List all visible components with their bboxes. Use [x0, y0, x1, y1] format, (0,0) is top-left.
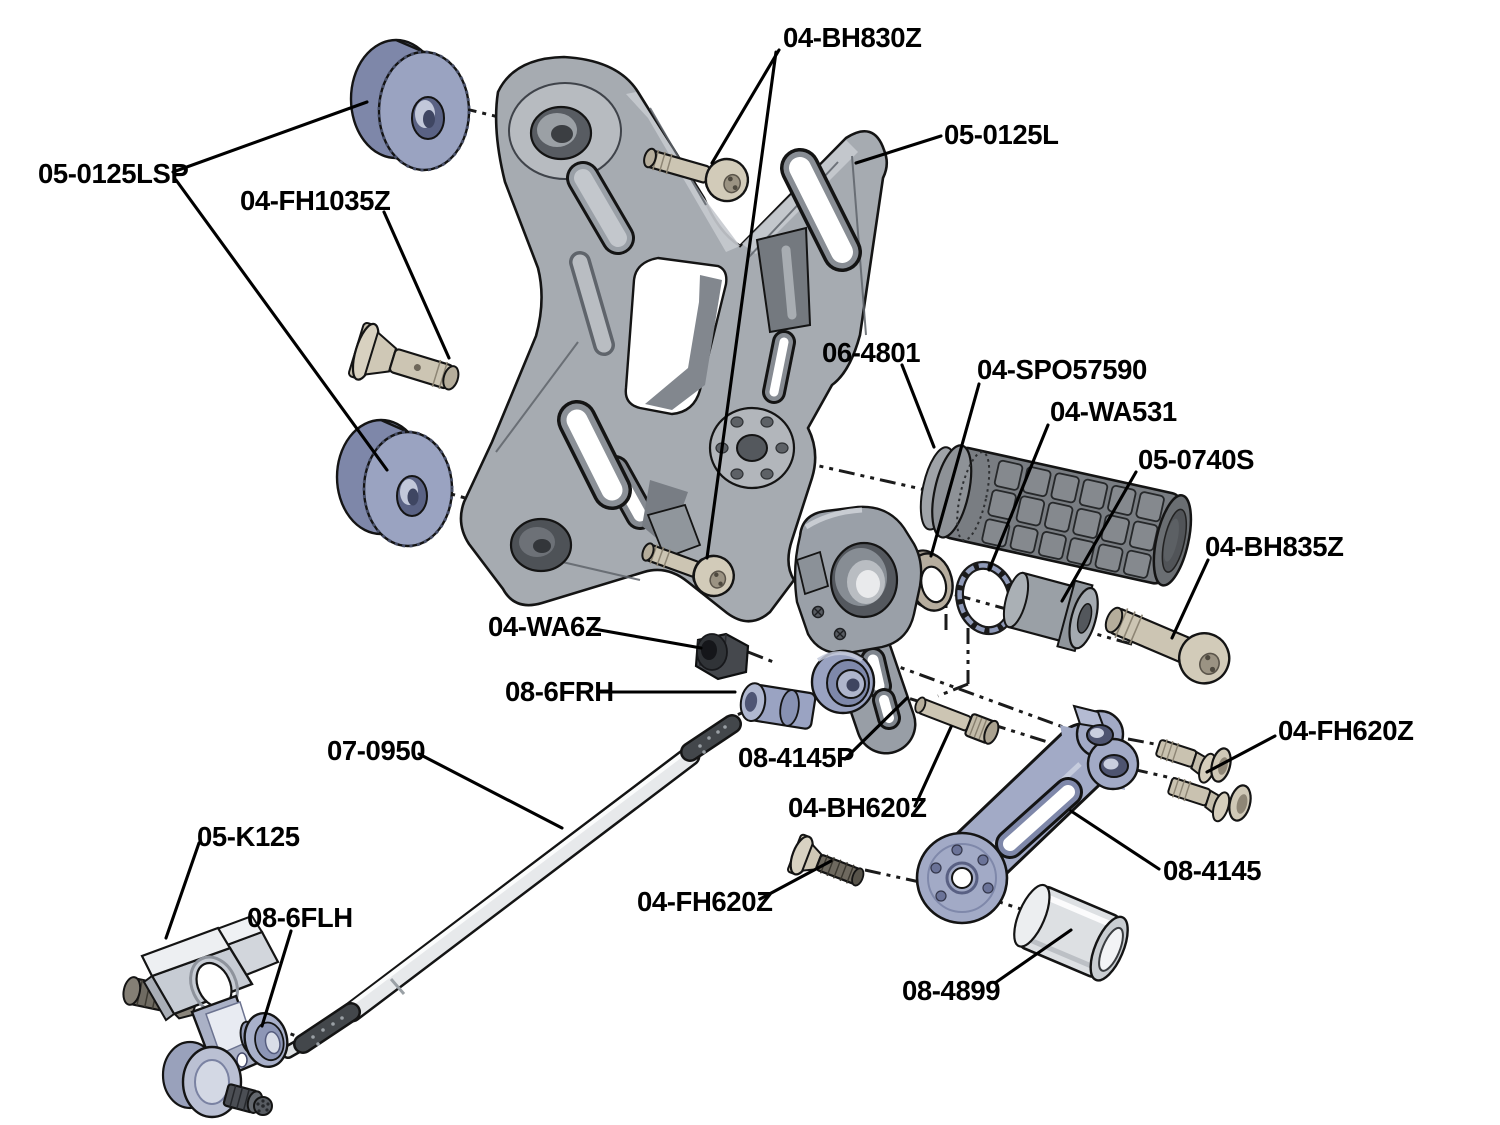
part-link-08-4145: [915, 704, 1140, 925]
part-lever-05-K125: [122, 914, 280, 1119]
part-label-07-0950: 07-0950: [327, 735, 425, 766]
part-labels: 04-BH830Z 05-0125L 05-0125LSP 04-FH1035Z…: [38, 22, 1414, 1006]
part-label-04-SPO57590: 04-SPO57590: [977, 354, 1147, 385]
part-bolt-04-BH835Z: [1104, 606, 1231, 685]
part-bolt-04-FH620Z-bottom: [786, 833, 865, 887]
part-label-04-WA531: 04-WA531: [1050, 396, 1177, 427]
leader-lines: [164, 48, 1277, 1028]
part-bolt-04-BH830Z-top: [643, 147, 750, 203]
part-bolt-04-FH1035Z: [347, 322, 460, 391]
part-spacer-05-0125LSP-bottom: [335, 418, 454, 548]
part-label-05-K125: 05-K125: [197, 821, 300, 852]
part-footpeg-06-4801: [919, 444, 1193, 587]
part-label-05-0125LSP: 05-0125LSP: [38, 158, 188, 189]
part-spacer-05-0740S: [1002, 571, 1099, 653]
part-label-04-FH620Z-right: 04-FH620Z: [1278, 715, 1414, 746]
part-nut-04-WA6Z: [694, 632, 750, 681]
part-rod-end-08-6FRH: [739, 649, 876, 730]
part-label-04-BH830Z: 04-BH830Z: [783, 22, 922, 53]
part-bolt-04-BH830Z-bottom: [641, 542, 735, 598]
part-tube-08-4899: [1013, 883, 1129, 982]
part-label-04-FH1035Z: 04-FH1035Z: [240, 185, 390, 216]
part-label-04-FH620Z-bottom: 04-FH620Z: [637, 886, 773, 917]
part-rod-end-08-6FLH: [239, 1012, 289, 1068]
part-screws-04-FH620Z-right: [1155, 739, 1252, 823]
part-label-04-BH835Z: 04-BH835Z: [1205, 531, 1344, 562]
part-label-08-6FLH: 08-6FLH: [247, 902, 353, 933]
part-label-08-4145: 08-4145: [1163, 855, 1261, 886]
part-rod-07-0950: [281, 714, 742, 1059]
part-label-08-4145P: 08-4145P: [738, 742, 854, 773]
part-label-05-0125L: 05-0125L: [944, 119, 1059, 150]
part-plate-05-0125L: [459, 55, 889, 623]
part-label-04-WA6Z: 04-WA6Z: [488, 611, 601, 642]
part-bolt-04-BH620Z: [914, 696, 1000, 745]
part-label-08-4899: 08-4899: [902, 975, 1000, 1006]
part-label-08-6FRH: 08-6FRH: [505, 676, 614, 707]
part-label-06-4801: 06-4801: [822, 337, 920, 368]
part-label-05-0740S: 05-0740S: [1138, 444, 1254, 475]
part-spacer-05-0125LSP-top: [349, 38, 471, 172]
part-label-04-BH620Z: 04-BH620Z: [788, 792, 927, 823]
